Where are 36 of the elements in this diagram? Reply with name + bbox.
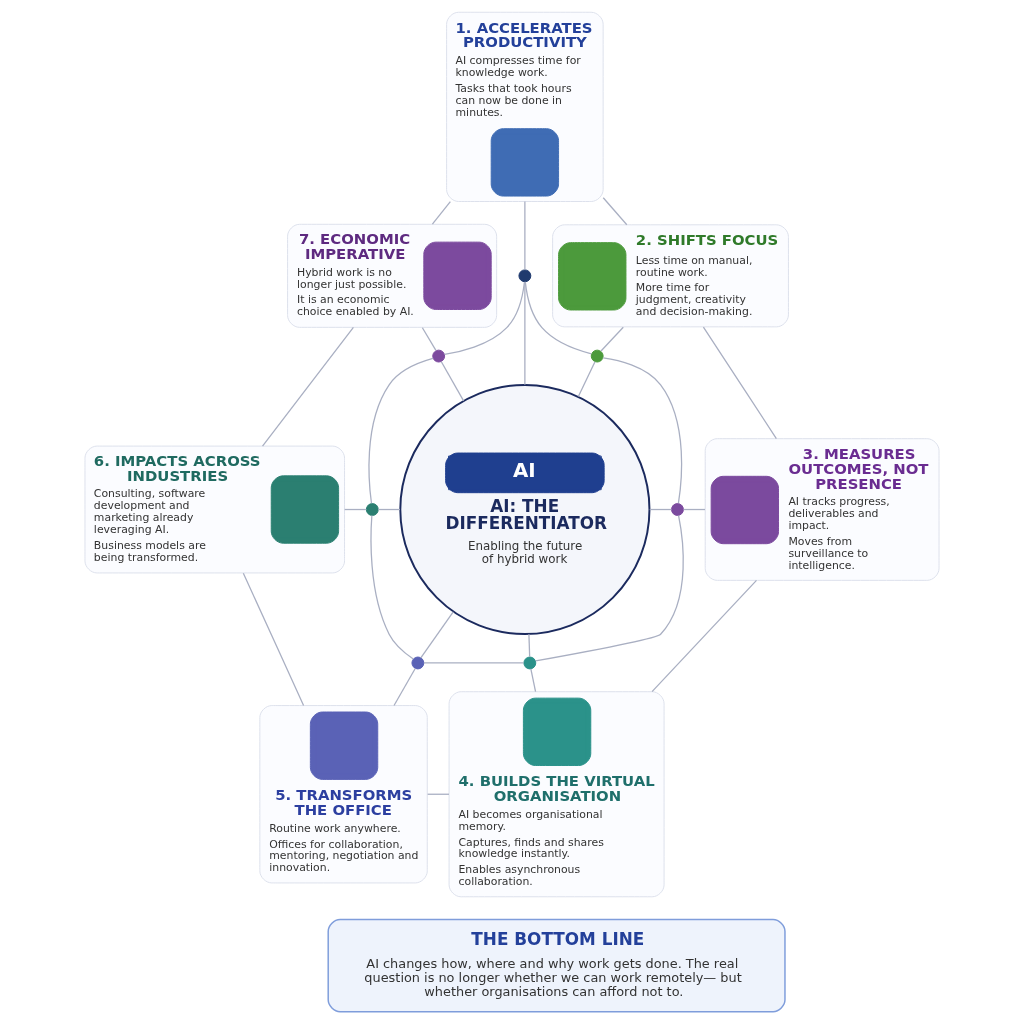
node-circle — [518, 269, 532, 283]
node-circle — [523, 656, 537, 670]
connector — [423, 662, 525, 664]
connector — [600, 326, 624, 352]
connector — [649, 508, 673, 511]
connector — [343, 508, 367, 511]
connector — [440, 361, 465, 402]
node-circle: AI AI: THE DIFFERENTIATOR Enabling the future of hybrid work — [399, 383, 651, 636]
connector — [602, 357, 683, 504]
connector — [370, 514, 414, 660]
connector — [426, 793, 450, 795]
connector — [431, 200, 451, 225]
connector — [651, 579, 758, 693]
connector — [683, 508, 706, 511]
node-circle — [365, 503, 379, 516]
connector — [702, 326, 777, 440]
connector — [368, 357, 434, 504]
connector — [443, 281, 526, 355]
connector — [377, 508, 401, 511]
node-circle — [432, 349, 446, 363]
connector — [393, 667, 416, 707]
connector — [420, 611, 454, 659]
connector — [577, 361, 596, 398]
node-box: THE BOTTOM LINE AI changes how, where and why work gets done. The real question is no longer whether we can work remotely— but whether organisations can afford not to. — [327, 918, 786, 1013]
connector — [242, 572, 305, 707]
connector — [602, 197, 628, 226]
node-circle — [671, 503, 684, 516]
node-circle — [590, 349, 604, 363]
node-circle — [411, 656, 425, 670]
connector — [524, 281, 526, 386]
connector — [421, 327, 437, 351]
connector — [530, 668, 537, 693]
connector — [534, 514, 684, 662]
connector — [524, 200, 526, 271]
connector — [261, 326, 355, 447]
connector — [528, 633, 531, 658]
